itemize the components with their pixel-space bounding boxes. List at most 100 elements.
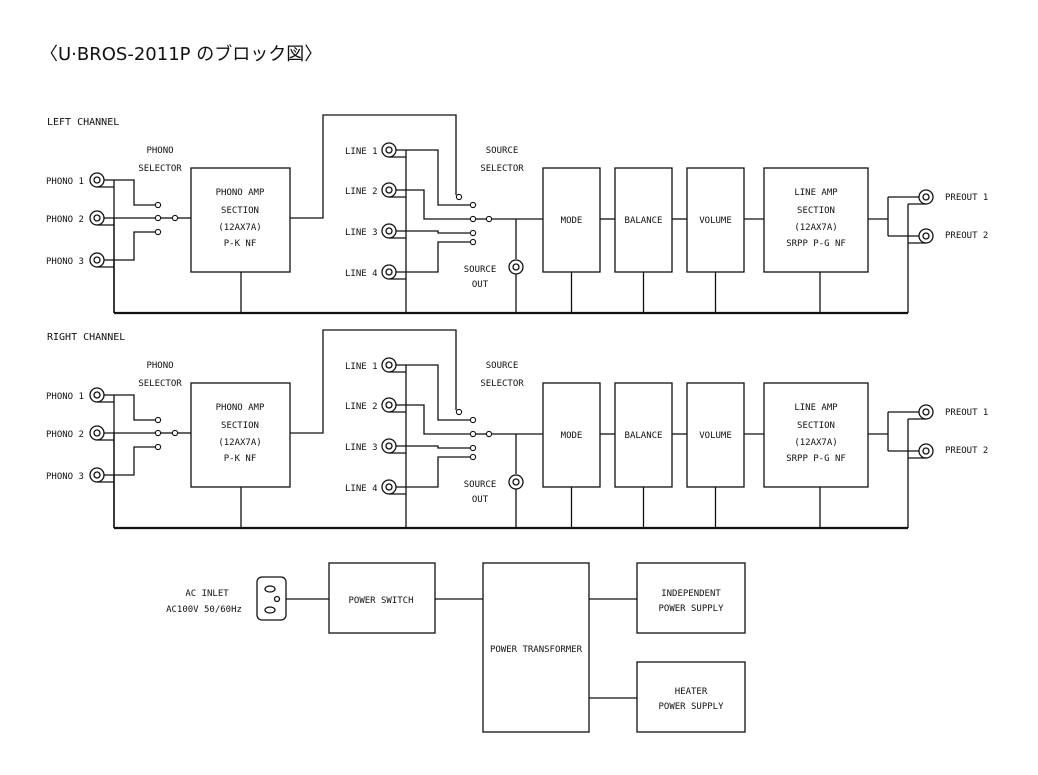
line-input-label: LINE 1 <box>345 362 378 372</box>
line-amp-label: SRPP P-G NF <box>786 454 846 464</box>
phono-amp-label: (12AX7A) <box>218 438 261 448</box>
switch-contact-icon <box>154 429 162 437</box>
wire <box>396 445 470 449</box>
line-amp-label: SECTION <box>797 421 835 431</box>
line-input-label: LINE 1 <box>345 147 378 157</box>
switch-contact-icon <box>154 214 162 222</box>
heater-supply-label: POWER SUPPLY <box>658 702 724 712</box>
preout-label: PREOUT 1 <box>945 193 988 203</box>
phono-selector-label: SELECTOR <box>138 164 182 174</box>
wire <box>396 364 470 421</box>
diagram-title: 〈U·BROS-2011P のブロック図〉 <box>40 43 322 65</box>
phono-amp-label: (12AX7A) <box>218 223 261 233</box>
line-input-label: LINE 4 <box>345 484 378 494</box>
jack-center-icon <box>385 186 393 194</box>
jack-center-icon <box>512 263 520 271</box>
heater-supply-label: HEATER <box>675 687 708 697</box>
balance-block-label: BALANCE <box>625 216 663 226</box>
wire <box>396 456 470 488</box>
source-selector-label: SELECTOR <box>480 164 524 174</box>
preout-label: PREOUT 1 <box>945 408 988 418</box>
switch-contact-icon <box>171 214 179 222</box>
switch-contact-icon <box>154 228 162 236</box>
ac-inlet-label: AC INLET <box>185 589 229 599</box>
ac-inlet-label: AC100V 50/60Hz <box>166 605 242 615</box>
balance-block <box>614 382 673 488</box>
line-input-label: LINE 3 <box>345 443 378 453</box>
balance-block <box>614 167 673 273</box>
switch-contact-icon <box>485 430 493 438</box>
wire <box>104 446 155 476</box>
phono-input-label: PHONO 1 <box>46 177 84 187</box>
line-amp-label: SECTION <box>797 206 835 216</box>
line-input-label: LINE 4 <box>345 269 378 279</box>
phono-to-selector-wire <box>290 114 457 219</box>
phono-selector-label: PHONO <box>146 361 173 371</box>
phono-amp-label: SECTION <box>221 206 259 216</box>
jack-center-icon <box>512 478 520 486</box>
switch-contact-icon <box>469 201 477 209</box>
phono-amp-label: P-K NF <box>224 454 257 464</box>
source-out-label: SOURCE <box>464 480 497 490</box>
jack-center-icon <box>385 401 393 409</box>
jack-center-icon <box>385 146 393 154</box>
line-input-label: LINE 2 <box>345 187 378 197</box>
wire <box>396 149 470 206</box>
phono-input-label: PHONO 3 <box>46 257 84 267</box>
phono-selector-label: SELECTOR <box>138 379 182 389</box>
switch-contact-icon <box>469 229 477 237</box>
mode-block <box>542 167 601 273</box>
switch-contact-icon <box>455 193 463 201</box>
phono-amp-label: PHONO AMP <box>216 188 265 198</box>
jack-center-icon <box>93 471 101 479</box>
source-out-label: OUT <box>472 495 489 505</box>
phono-input-label: PHONO 2 <box>46 430 84 440</box>
volume-block-label: VOLUME <box>699 216 732 226</box>
switch-contact-icon <box>469 444 477 452</box>
phono-input-label: PHONO 2 <box>46 215 84 225</box>
independent-supply-label: POWER SUPPLY <box>658 604 724 614</box>
switch-contact-icon <box>154 443 162 451</box>
wire <box>396 230 470 234</box>
phono-input-label: PHONO 1 <box>46 392 84 402</box>
wire <box>396 404 470 435</box>
jack-center-icon <box>922 447 930 455</box>
jack-center-icon <box>385 227 393 235</box>
phono-amp-label: SECTION <box>221 421 259 431</box>
jack-center-icon <box>385 442 393 450</box>
line-amp-label: (12AX7A) <box>794 223 837 233</box>
switch-contact-icon <box>154 201 162 209</box>
volume-block <box>686 167 745 273</box>
line-amp-block <box>763 167 869 273</box>
jack-center-icon <box>93 429 101 437</box>
jack-center-icon <box>922 408 930 416</box>
jack-center-icon <box>385 483 393 491</box>
line-amp-label: LINE AMP <box>794 188 838 198</box>
line-amp-label: LINE AMP <box>794 403 838 413</box>
jack-center-icon <box>922 193 930 201</box>
line-input-label: LINE 2 <box>345 402 378 412</box>
preout-label: PREOUT 2 <box>945 446 988 456</box>
line-amp-label: SRPP P-G NF <box>786 239 846 249</box>
phono-amp-block <box>190 167 291 273</box>
heater-supply-block <box>636 661 746 733</box>
phono-amp-label: PHONO AMP <box>216 403 265 413</box>
mode-block-label: MODE <box>561 431 583 441</box>
jack-center-icon <box>93 256 101 264</box>
jack-center-icon <box>93 214 101 222</box>
source-selector-label: SOURCE <box>486 146 519 156</box>
preout-label: PREOUT 2 <box>945 231 988 241</box>
independent-supply-label: INDEPENDENT <box>661 589 721 599</box>
switch-contact-icon <box>469 430 477 438</box>
wire <box>104 179 155 206</box>
switch-contact-icon <box>469 416 477 424</box>
power-switch-block <box>328 562 436 634</box>
source-selector-label: SELECTOR <box>480 379 524 389</box>
balance-block-label: BALANCE <box>625 431 663 441</box>
source-selector-label: SOURCE <box>486 361 519 371</box>
power-switch-label: POWER SWITCH <box>348 596 413 606</box>
line-amp-label: (12AX7A) <box>794 438 837 448</box>
line-input-label: LINE 3 <box>345 228 378 238</box>
